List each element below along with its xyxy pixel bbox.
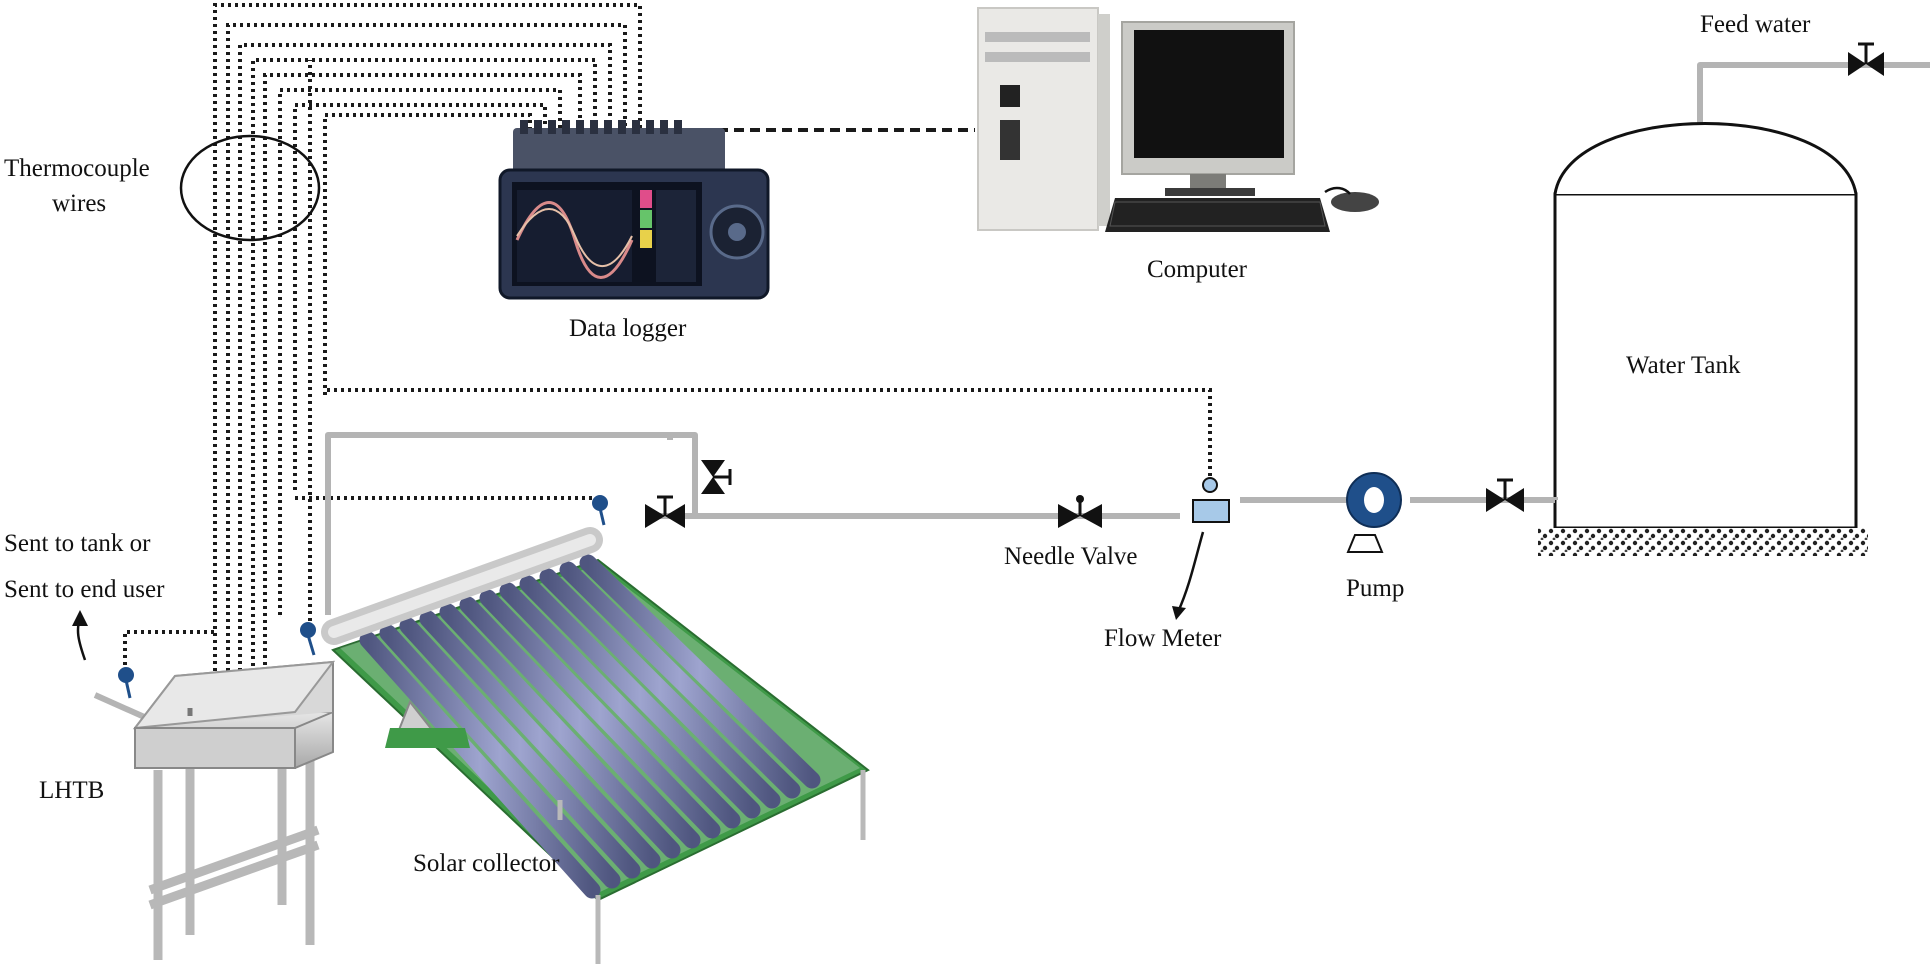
data-logger-label: Data logger [569, 315, 687, 342]
pump [1346, 472, 1402, 553]
feed-water-pipe [1697, 62, 1930, 125]
thermocouple-label-line2: wires [52, 190, 106, 217]
lhtb-tank [132, 660, 336, 960]
pump-label: Pump [1346, 575, 1404, 602]
sent-label-line1: Sent to tank or [4, 530, 151, 557]
solar-collector-label: Solar collector [413, 850, 560, 877]
water-tank-label: Water Tank [1626, 352, 1741, 379]
feed-water-valve [1848, 42, 1884, 76]
flow-meter [1172, 477, 1230, 620]
solar-collector [321, 527, 870, 964]
collector-inlet-valve [645, 495, 685, 528]
temperature-sensors [118, 495, 608, 699]
feed-water-label: Feed water [1700, 11, 1811, 38]
flow-meter-label: Flow Meter [1104, 625, 1222, 652]
needle-valve [1058, 495, 1102, 528]
logger-computer-cable [713, 128, 975, 175]
sent-label-line2: Sent to end user [4, 576, 165, 603]
thermocouple-label-line1: Thermocouple [4, 155, 150, 182]
lhtb-outlet-arrowhead [72, 610, 88, 626]
needle-valve-label: Needle Valve [1004, 543, 1138, 570]
lhtb-label: LHTB [39, 777, 104, 804]
water-tank [1538, 122, 1868, 556]
tank-outlet-valve [1486, 478, 1524, 512]
computer-device [977, 7, 1379, 232]
data-logger-device [498, 120, 770, 300]
return-line-valve [701, 460, 732, 494]
thermocouple-wires-ellipse [179, 134, 321, 242]
computer-label: Computer [1147, 256, 1248, 283]
